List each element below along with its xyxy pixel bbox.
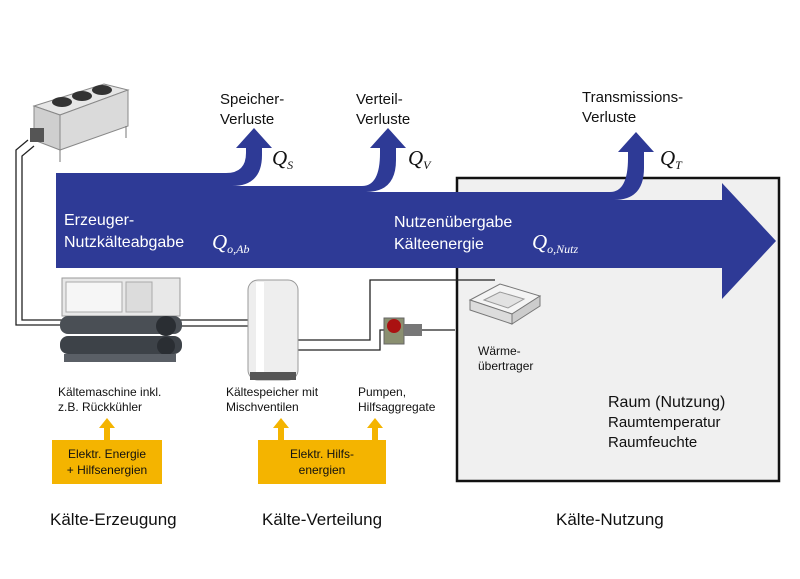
storage-label: Kältespeicher mit Mischventilen [226,385,318,415]
storage-loss-q: Q [272,146,288,170]
transmission-loss-q: Q [660,146,676,170]
room-title: Raum (Nutzung) [608,394,726,411]
main-energy-arrow [56,128,776,299]
heat-exchanger-label: Wärme- übertrager [478,344,533,374]
heat-exchanger-text: Wärme- übertrager [478,344,534,373]
transfer-text: Nutzenübergabe Kälteenergie [394,214,513,253]
energy-box-middle-text: Elektr. Hilfs- energien [289,447,354,477]
room-humidity: Raumfeuchte [608,434,698,451]
transfer-q: Q [532,230,548,254]
pump-image [383,317,422,345]
section-use: Kälte-Nutzung [556,510,664,529]
generator-output-label: Erzeuger- Nutzkälteabgabe [64,210,184,254]
pumps-label: Pumpen, Hilfsaggregate [358,385,435,415]
energy-box-middle-label: Elektr. Hilfs- energien [258,446,386,478]
heat-exchanger-image [468,283,542,325]
transmission-loss-text: Transmissions- Verluste [582,89,684,126]
energy-box-middle [258,440,386,484]
energy-box-left [52,440,162,484]
distribution-loss-q: Q [408,146,424,170]
generator-output-q: Q [212,230,228,254]
room-label: Raum (Nutzung) Raumtemperatur Raumfeucht… [608,392,725,453]
energy-box-left-text: Elektr. Energie + Hilfsenergien [66,447,148,477]
chiller-text: Kältemaschine inkl. z.B. Rückkühler [58,385,162,414]
transfer-symbol: Qo,Nutz [532,230,578,257]
generator-output-sub: o,Ab [227,242,250,256]
transmission-loss-symbol: QT [660,146,682,173]
storage-loss-label: Speicher- Verluste [220,90,284,130]
chiller-image [60,277,182,362]
distribution-loss-symbol: QV [408,146,431,173]
storage-loss-text: Speicher- Verluste [220,91,285,128]
pipe-lines [15,139,495,351]
storage-text: Kältespeicher mit Mischventilen [226,385,319,414]
distribution-loss-text: Verteil- Verluste [356,91,411,128]
storage-tank-image [247,279,299,381]
distribution-loss-label: Verteil- Verluste [356,90,410,130]
transmission-loss-label: Transmissions- Verluste [582,88,683,128]
distribution-loss-sub: V [423,158,431,172]
pumps-text: Pumpen, Hilfsaggregate [358,385,436,414]
transfer-label: Nutzenübergabe Kälteenergie [394,212,512,256]
generator-output-text: Erzeuger- Nutzkälteabgabe [64,212,185,251]
room-temperature: Raumtemperatur [608,414,721,431]
transfer-sub: o,Nutz [547,242,579,256]
storage-loss-sub: S [287,158,294,172]
energy-box-left-label: Elektr. Energie + Hilfsenergien [52,446,162,478]
section-distribution: Kälte-Verteilung [262,510,383,529]
generator-output-symbol: Qo,Ab [212,230,250,257]
storage-loss-symbol: QS [272,146,293,173]
chiller-label: Kältemaschine inkl. z.B. Rückkühler [58,385,161,415]
dry-cooler-image [30,83,130,162]
energy-arrows [99,418,383,440]
transmission-loss-sub: T [675,158,682,172]
section-generation: Kälte-Erzeugung [50,510,177,529]
